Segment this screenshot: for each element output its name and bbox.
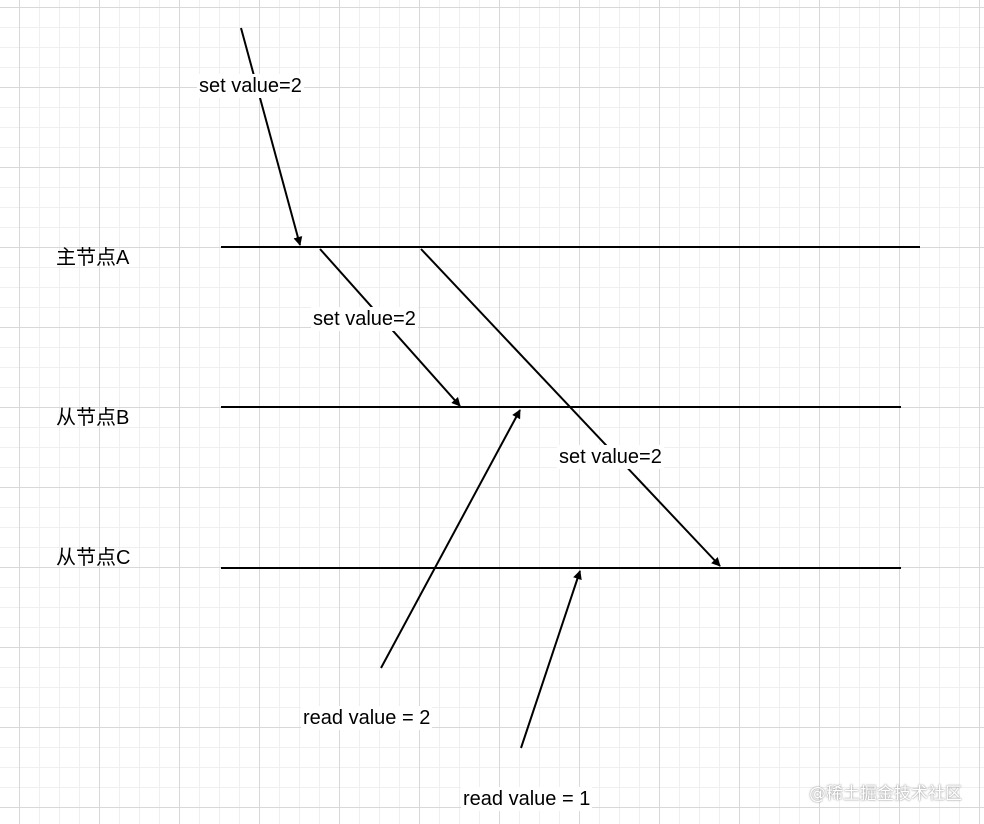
arrow-read-from-b bbox=[380, 409, 521, 669]
message-label-read-c: read value = 1 bbox=[461, 787, 593, 811]
arrow-client-set-to-a bbox=[240, 27, 303, 246]
message-label-read-b: read value = 2 bbox=[301, 706, 433, 730]
message-label-client-to-a: set value=2 bbox=[197, 74, 304, 98]
watermark: @稀土掘金技术社区 bbox=[809, 784, 962, 804]
arrow-a-set-to-c bbox=[420, 248, 721, 567]
node-label-b: 从节点B bbox=[56, 407, 130, 429]
message-label-a-to-b: set value=2 bbox=[311, 307, 418, 331]
node-label-c: 从节点C bbox=[56, 547, 131, 569]
node-label-a: 主节点A bbox=[56, 247, 130, 269]
arrow-read-from-c bbox=[520, 570, 582, 749]
message-label-a-to-c: set value=2 bbox=[557, 445, 664, 469]
